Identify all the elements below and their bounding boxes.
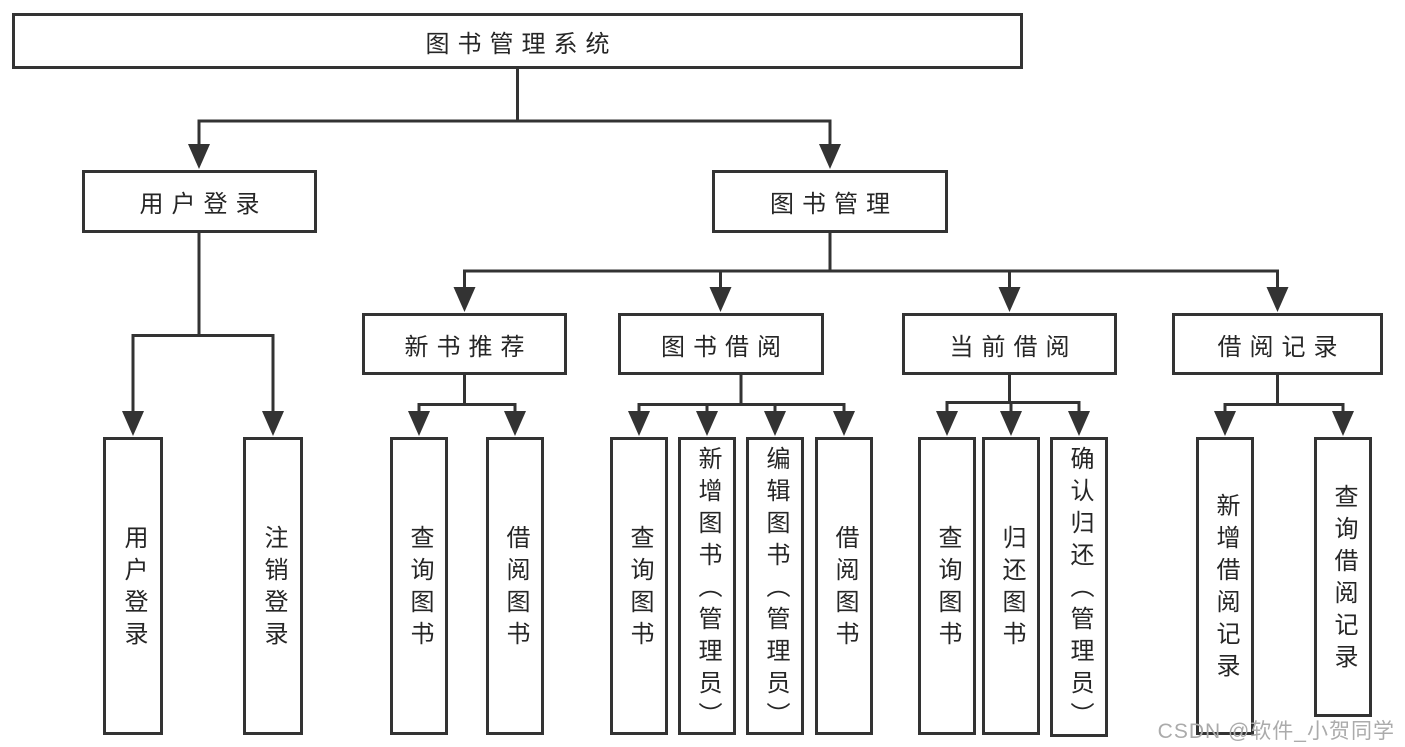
leaf-user-login-label: 用户登录 — [120, 525, 147, 653]
arrowheads — [122, 144, 1354, 436]
leaf-logout-label: 注销登录 — [260, 525, 287, 653]
leaf-query-book-current: 查询图书 — [918, 437, 976, 735]
leaf-return-book-label: 归还图书 — [998, 525, 1025, 653]
leaf-logout: 注销登录 — [243, 437, 303, 735]
leaf-confirm-return-admin-label: 确认归还（管理员） — [1066, 446, 1093, 734]
node-current-borrow: 当前借阅 — [902, 313, 1117, 375]
node-borrow-record-label: 借阅记录 — [1217, 333, 1346, 361]
watermark: CSDN @软件_小贺同学 — [1157, 720, 1395, 743]
leaf-query-book-current-label: 查询图书 — [934, 525, 961, 653]
leaf-add-book-admin-label: 新增图书（管理员） — [694, 446, 721, 734]
leaf-edit-book-admin-label: 编辑图书（管理员） — [762, 446, 789, 734]
node-root-label: 图书管理系统 — [425, 30, 618, 58]
leaf-query-book-borrow-label: 查询图书 — [626, 525, 653, 653]
node-user-login-label: 用户登录 — [139, 191, 268, 218]
node-root: 图书管理系统 — [12, 13, 1023, 69]
node-new-book-recommend-label: 新书推荐 — [404, 333, 533, 361]
leaf-borrow-book: 借阅图书 — [815, 437, 873, 735]
node-current-borrow-label: 当前借阅 — [949, 333, 1078, 361]
connector-currentborrow-to-leaves — [945, 374, 1081, 415]
leaf-edit-book-admin: 编辑图书（管理员） — [746, 437, 804, 735]
connector-newbook-to-leaves — [417, 374, 517, 415]
leaf-query-book-borrow: 查询图书 — [610, 437, 668, 735]
connector-borrowrecord-to-leaves — [1223, 374, 1345, 415]
leaf-query-book-recommend-label: 查询图书 — [406, 525, 433, 653]
node-borrow-record: 借阅记录 — [1172, 313, 1383, 375]
leaf-add-borrow-record: 新增借阅记录 — [1196, 437, 1254, 735]
node-new-book-recommend: 新书推荐 — [362, 313, 567, 375]
leaf-confirm-return-admin: 确认归还（管理员） — [1050, 437, 1108, 737]
leaf-query-book-recommend: 查询图书 — [390, 437, 448, 735]
leaf-add-book-admin: 新增图书（管理员） — [678, 437, 736, 735]
connector-userlogin-to-leaves — [131, 233, 275, 415]
node-book-borrow-label: 图书借阅 — [661, 333, 789, 361]
node-book-management: 图书管理 — [712, 170, 948, 233]
leaf-query-borrow-record: 查询借阅记录 — [1314, 437, 1372, 717]
leaf-user-login: 用户登录 — [103, 437, 163, 735]
connector-bookborrow-to-leaves — [637, 374, 846, 415]
leaf-borrow-book-label: 借阅图书 — [831, 525, 858, 653]
connector-root-to-level2 — [197, 68, 832, 148]
leaf-borrow-book-recommend: 借阅图书 — [486, 437, 544, 735]
leaf-borrow-book-recommend-label: 借阅图书 — [502, 525, 529, 653]
leaf-return-book: 归还图书 — [982, 437, 1040, 735]
node-book-borrow: 图书借阅 — [618, 313, 824, 375]
leaf-add-borrow-record-label: 新增借阅记录 — [1212, 493, 1239, 685]
connector-bookmgmt-to-level3 — [463, 233, 1279, 291]
node-user-login: 用户登录 — [82, 170, 317, 233]
node-book-management-label: 图书管理 — [770, 191, 898, 218]
leaf-query-borrow-record-label: 查询借阅记录 — [1330, 484, 1357, 676]
